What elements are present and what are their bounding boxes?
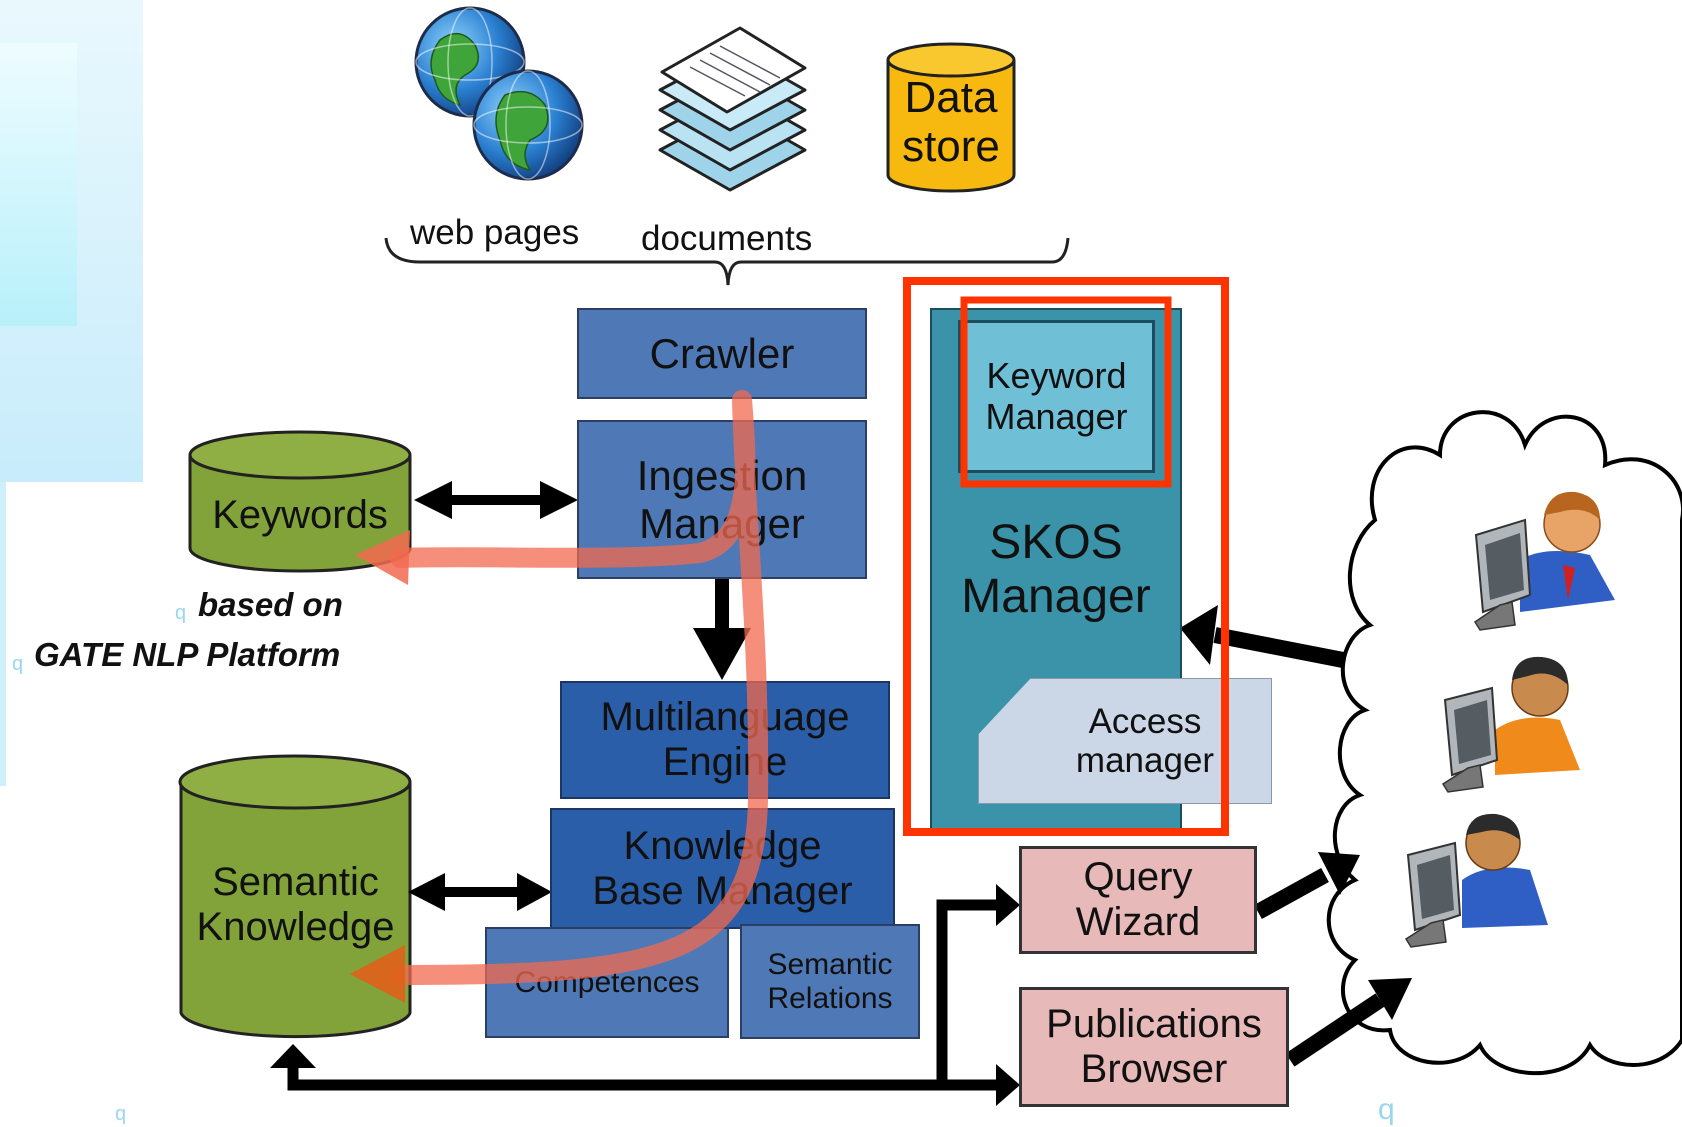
ingestion-to-multilanguage-arrow: [693, 575, 751, 680]
semantic-relations-box: Semantic Relations: [740, 924, 920, 1039]
multilanguage-engine-box: Multilanguage Engine: [560, 681, 890, 799]
user-at-computer-icon: [1404, 813, 1548, 948]
bullet-marker: q: [12, 653, 24, 675]
access-manager-box: Access manager: [978, 678, 1272, 804]
user-at-computer-icon: [1441, 656, 1580, 793]
competences-box: Competences: [485, 927, 729, 1038]
sources-brace: [384, 237, 1070, 286]
based-on-note: based on: [198, 586, 343, 623]
background-strip: [0, 482, 6, 786]
data-store-label: Data store: [902, 72, 1000, 171]
ingestion-manager-box: Ingestion Manager: [577, 420, 867, 579]
bullet-marker: q: [1378, 1093, 1395, 1126]
gate-platform-note: GATE NLP Platform: [34, 636, 341, 673]
crawler-box: Crawler: [577, 308, 867, 399]
query-to-users-arrow: [1254, 852, 1360, 920]
browser-to-users-arrow: [1285, 978, 1412, 1067]
web-pages-label: web pages: [410, 213, 580, 252]
keywords-label: Keywords: [212, 492, 388, 537]
users-to-skos-arrow: [1180, 605, 1345, 668]
keywords-ingestion-double-arrow: [414, 481, 578, 519]
knowledge-double-arrow: [408, 873, 552, 911]
documents-label: documents: [641, 219, 813, 258]
document-stack-icon: [658, 26, 807, 192]
database-icon: [886, 42, 1016, 193]
keyword-manager-box: Keyword Manager: [958, 320, 1155, 473]
bottom-connector: [270, 884, 1020, 1106]
semantic-knowledge-label: Semantic Knowledge: [196, 860, 395, 949]
user-at-computer-icon: [1473, 491, 1615, 631]
bullet-marker: q: [115, 1103, 127, 1125]
globe-icon: [472, 69, 584, 181]
knowledge-base-manager-box: Knowledge Base Manager: [550, 808, 895, 929]
bullet-marker: q: [175, 602, 187, 624]
query-wizard-box: Query Wizard: [1019, 846, 1257, 954]
background-panel-highlight: [0, 43, 77, 326]
skos-manager-label: SKOS Manager: [961, 516, 1151, 623]
publications-browser-box: Publications Browser: [1019, 987, 1289, 1107]
